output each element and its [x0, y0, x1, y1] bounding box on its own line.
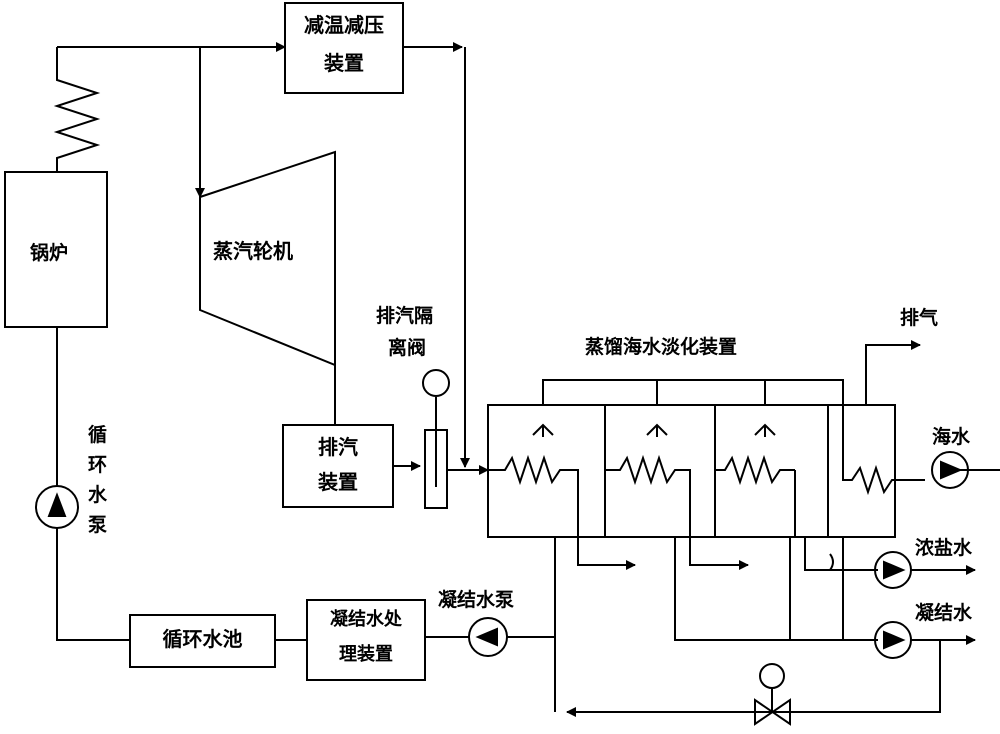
treatment-label-2: 理装置: [339, 644, 393, 665]
vent-line: [865, 340, 921, 405]
desalination-label: 蒸馏海水淡化装置: [585, 336, 738, 358]
condensate-pump-arrow: [475, 627, 498, 647]
control-valve: [754, 698, 791, 726]
condensate-label: 凝结水: [915, 602, 973, 624]
circ-pump-char-2: 环: [88, 454, 108, 476]
brine-label: 浓盐水: [915, 537, 973, 559]
condensate-collect-line: [674, 537, 878, 641]
control-valve-actuator: [759, 663, 785, 689]
pool-return-line: [56, 528, 130, 641]
recirc-line: [566, 640, 941, 717]
seawater-pump: [931, 451, 969, 489]
brine-line: [804, 537, 878, 571]
exhaust-valve-label-1: 排汽隔: [376, 305, 434, 327]
exhaust-valve-label-2: 离阀: [388, 337, 427, 359]
exhaust-device-label-2: 装置: [318, 470, 358, 494]
treatment-label-1: 凝结水处: [330, 609, 402, 630]
brine-pump-arrow: [883, 560, 906, 580]
circ-pump-arrow: [47, 492, 67, 517]
spray-nozzle-2: [646, 423, 668, 437]
condensate-pump-label: 凝结水泵: [438, 589, 515, 611]
coil-3: [715, 454, 795, 486]
seawater-pump-arrow: [940, 460, 963, 480]
line-crossover: [829, 553, 834, 571]
coil-1: [488, 454, 636, 570]
desuperheater-label-1: 减温减压: [304, 13, 384, 37]
circ-pump-char-4: 泵: [88, 514, 108, 536]
desuperheater-label-2: 装置: [324, 51, 364, 75]
condenser-coil: [842, 405, 925, 496]
boiler-coil: [53, 47, 101, 172]
exhaust-device-label-1: 排汽: [318, 435, 358, 459]
vent-label: 排气: [900, 307, 939, 329]
turbine-label: 蒸汽轮机: [213, 239, 293, 263]
vapor-manifold: [542, 379, 844, 405]
spray-nozzle-3: [754, 423, 776, 437]
boiler-label: 锅炉: [30, 242, 69, 264]
circ-pump-char-3: 水: [88, 484, 108, 506]
isolation-valve-actuator: [422, 369, 450, 397]
seawater-label: 海水: [932, 426, 971, 448]
condensate-out-pump-arrow: [883, 630, 906, 650]
circ-pump-char-1: 循: [88, 424, 108, 446]
coil-2: [605, 454, 749, 570]
spray-nozzle-1: [532, 423, 554, 437]
circ-pool-label: 循环水池: [162, 627, 243, 651]
